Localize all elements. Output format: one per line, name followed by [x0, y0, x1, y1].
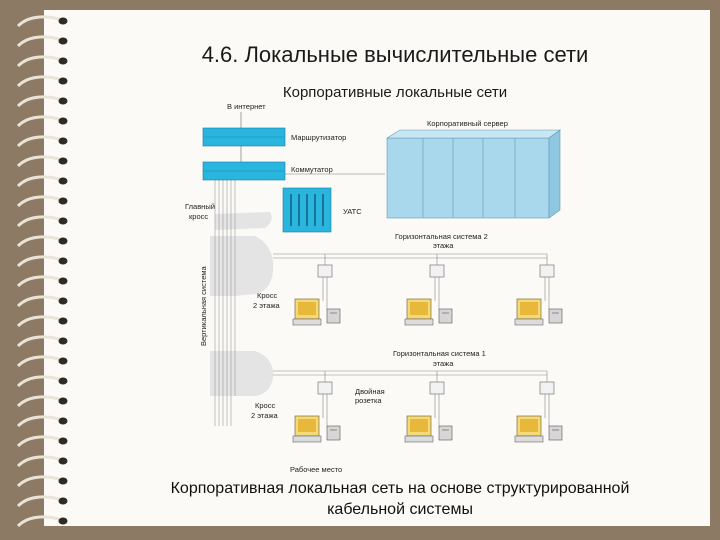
main-cross-label-1: Главный [185, 202, 215, 211]
system-unit-icon [514, 318, 544, 326]
system-unit-icon [292, 318, 322, 326]
spiral-ring [16, 15, 68, 28]
system-unit-icon [404, 318, 434, 326]
dual-outlet-icon [539, 264, 555, 278]
main-cross-label-2: кросс [189, 212, 208, 221]
spiral-ring [16, 455, 68, 468]
phone-icon [548, 425, 563, 441]
cross-zone-floor1 [210, 351, 274, 396]
router-label: Маршрутизатор [291, 133, 346, 142]
cross-zone-floor2 [210, 236, 274, 296]
spiral-ring [16, 215, 68, 228]
spiral-binding [16, 15, 68, 528]
spiral-ring [16, 275, 68, 288]
floor2-cabling [273, 253, 548, 271]
dual-outlet-icon [317, 381, 333, 395]
caption-line-2: кабельной системы [327, 501, 473, 518]
workstation [404, 381, 453, 443]
slide-caption: Корпоративная локальная сеть на основе с… [110, 478, 690, 520]
switch-label: Коммутатор [291, 165, 333, 174]
phone-icon [326, 425, 341, 441]
spiral-ring [16, 35, 68, 48]
cross2-label-2: 2 этажа [253, 301, 280, 310]
phone-icon [438, 308, 453, 324]
cross1-label-1: Кросс [255, 401, 275, 410]
spiral-ring [16, 395, 68, 408]
main-cross-zone [215, 212, 272, 230]
dual-outlet-label-2: розетка [355, 396, 382, 405]
spiral-ring [16, 335, 68, 348]
dual-outlet-icon [317, 264, 333, 278]
workplace-label: Рабочее место [290, 465, 342, 474]
system-unit-icon [514, 435, 544, 443]
outlet-cable [322, 394, 328, 426]
workstation [514, 381, 563, 443]
system-unit-icon [404, 435, 434, 443]
slide-title: 4.6. Локальные вычислительные сети [201, 42, 589, 67]
workstations [292, 264, 563, 443]
dual-outlet-icon [429, 381, 445, 395]
dual-outlet-label-1: Двойная [355, 387, 385, 396]
spiral-ring [16, 475, 68, 488]
cross2-label-1: Кросс [257, 291, 277, 300]
monitor-screen-icon [298, 419, 316, 432]
internet-label: В интернет [227, 102, 266, 111]
workstation [514, 264, 563, 326]
workstation [292, 264, 341, 326]
vertical-system-label: Вертикальная система [199, 265, 208, 346]
outlet-cable [544, 277, 550, 309]
vertical-cable [214, 178, 236, 426]
spiral-ring [16, 135, 68, 148]
spiral-ring [16, 355, 68, 368]
cross1-label-2: 2 этажа [251, 411, 278, 420]
outlet-cable [434, 394, 440, 426]
horizontal2-label-2: этажа [433, 241, 454, 250]
spiral-ring [16, 295, 68, 308]
server-cabinets [386, 137, 550, 219]
dual-outlet-icon [429, 264, 445, 278]
monitor-screen-icon [298, 302, 316, 315]
spiral-ring [16, 75, 68, 88]
outlet-cable [322, 277, 328, 309]
slide-subtitle: Корпоративные локальные сети [282, 84, 508, 101]
spiral-ring [16, 315, 68, 328]
spiral-ring [16, 95, 68, 108]
spiral-ring [16, 175, 68, 188]
caption-line-1: Корпоративная локальная сеть на основе с… [170, 480, 630, 497]
horizontal2-label-1: Горизонтальная система 2 [395, 232, 488, 241]
floor1-cabling [273, 370, 548, 388]
spiral-ring [16, 195, 68, 208]
monitor-screen-icon [520, 302, 538, 315]
monitor-screen-icon [520, 419, 538, 432]
workstation [292, 381, 341, 443]
spiral-ring [16, 495, 68, 508]
spiral-ring [16, 375, 68, 388]
dual-outlet-icon [539, 381, 555, 395]
spiral-ring [16, 515, 68, 528]
monitor-screen-icon [410, 302, 428, 315]
phone-icon [438, 425, 453, 441]
spiral-ring [16, 115, 68, 128]
network-diagram: В интернет Маршрутизатор Коммутатор УАТС… [185, 102, 563, 474]
server-label: Корпоративный сервер [427, 119, 508, 128]
slide-paper [44, 10, 710, 526]
monitor-screen-icon [410, 419, 428, 432]
workstation [404, 264, 453, 326]
spiral-ring [16, 235, 68, 248]
outlet-cable [544, 394, 550, 426]
pbx-label: УАТС [343, 207, 362, 216]
horizontal1-label-1: Горизонтальная система 1 [393, 349, 486, 358]
spiral-ring [16, 55, 68, 68]
spiral-ring [16, 255, 68, 268]
outlet-cable [434, 277, 440, 309]
spiral-ring [16, 155, 68, 168]
spiral-ring [16, 415, 68, 428]
horizontal1-label-2: этажа [433, 359, 454, 368]
spiral-ring [16, 435, 68, 448]
phone-icon [326, 308, 341, 324]
phone-icon [548, 308, 563, 324]
system-unit-icon [292, 435, 322, 443]
